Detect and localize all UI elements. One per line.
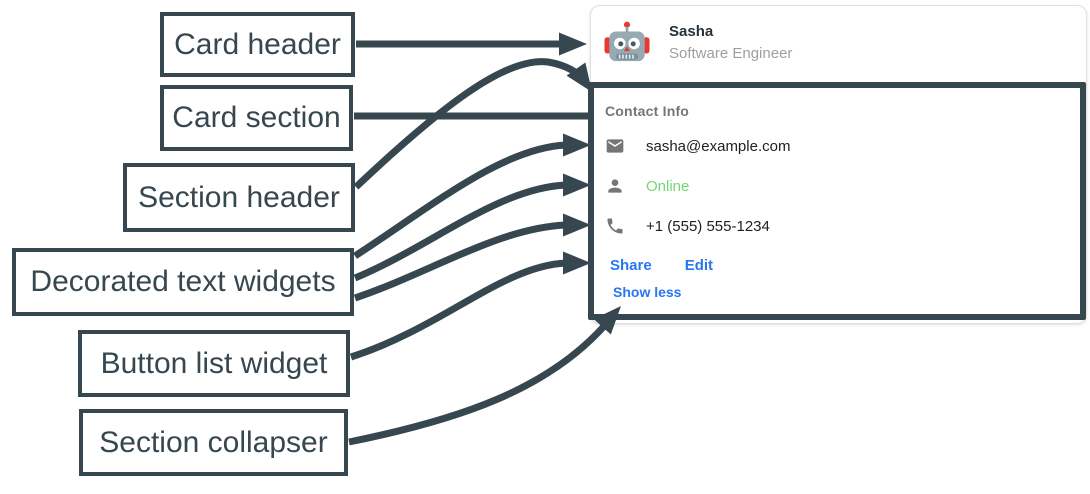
card-title: Sasha [669,22,714,40]
phone-icon [607,218,623,234]
annotation-label-card-header: Card header [160,12,355,77]
status-text: Online [646,177,690,195]
section-header: Contact Info [605,103,690,119]
decorated-text-email: sasha@example.com [605,136,790,156]
show-less-button[interactable]: Show less [613,284,682,300]
annotation-label-button-list-widget: Button list widget [78,330,350,397]
arrow-decorated-status [353,181,567,282]
decorated-text-phone: +1 (555) 555-1234 [605,216,770,236]
card-subtitle: Software Engineer [669,44,793,62]
email-icon [606,139,624,153]
card-header: Sasha Software Engineer [604,19,792,65]
phone-text: +1 (555) 555-1234 [646,217,770,235]
robot-avatar-icon [604,21,650,62]
decorated-text-status: Online [605,176,689,196]
annotation-label-section-collapser: Section collapser [79,409,348,476]
arrow-button-list [349,259,567,361]
contact-card: Sasha Software Engineer Contact Info sas… [590,5,1087,324]
annotation-label-section-header: Section header [123,163,355,232]
email-text: sasha@example.com [646,137,791,155]
arrow-decorated-email [353,141,567,259]
annotation-label-decorated-text-widgets: Decorated text widgets [12,248,354,316]
button-list: Share Edit [610,255,713,275]
person-icon [608,179,622,193]
annotation-label-card-section: Card section [160,85,353,151]
edit-button[interactable]: Edit [684,256,714,274]
arrow-decorated-phone [353,221,567,302]
arrow-section-collapser [348,321,609,446]
share-button[interactable]: Share [610,256,652,274]
arrow-section-header [353,58,589,190]
